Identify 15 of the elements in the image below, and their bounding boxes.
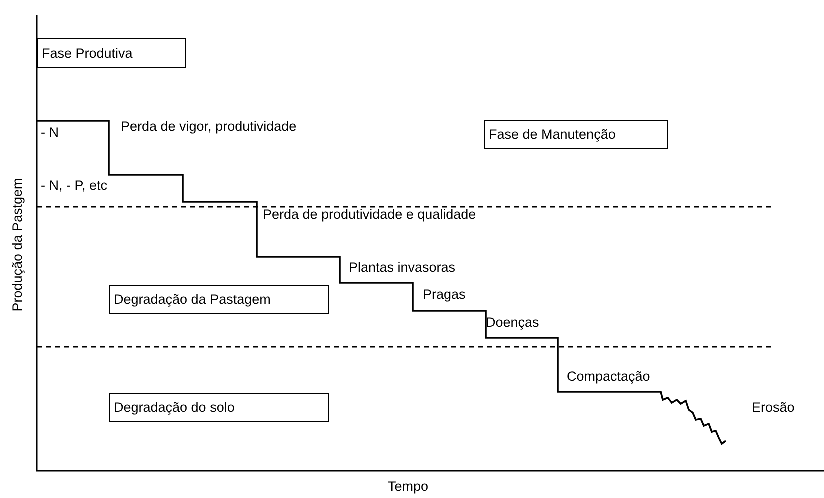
axis-title: Produção da Pastgem [10,178,26,312]
stage-label: Plantas invasoras [349,260,456,276]
stage-label: Compactação [567,369,650,386]
stage-label: - N [41,125,59,142]
phase-label-box: Degradação da Pastagem [109,285,329,314]
phase-label-box: Degradação do solo [109,393,329,422]
axis-title: Tempo [388,479,429,496]
stage-label: Pragas [423,287,466,304]
phase-label-box: Fase Produtiva [37,38,186,68]
stage-label: - N, - P, etc [41,178,108,194]
stage-label: Perda de produtividade e qualidade [263,207,476,224]
curve-label: Erosão [752,400,795,416]
stage-label: Doenças [486,315,540,332]
phase-label-box: Fase de Manutenção [484,120,668,149]
stage-label: Perda de vigor, produtividade [121,119,297,136]
